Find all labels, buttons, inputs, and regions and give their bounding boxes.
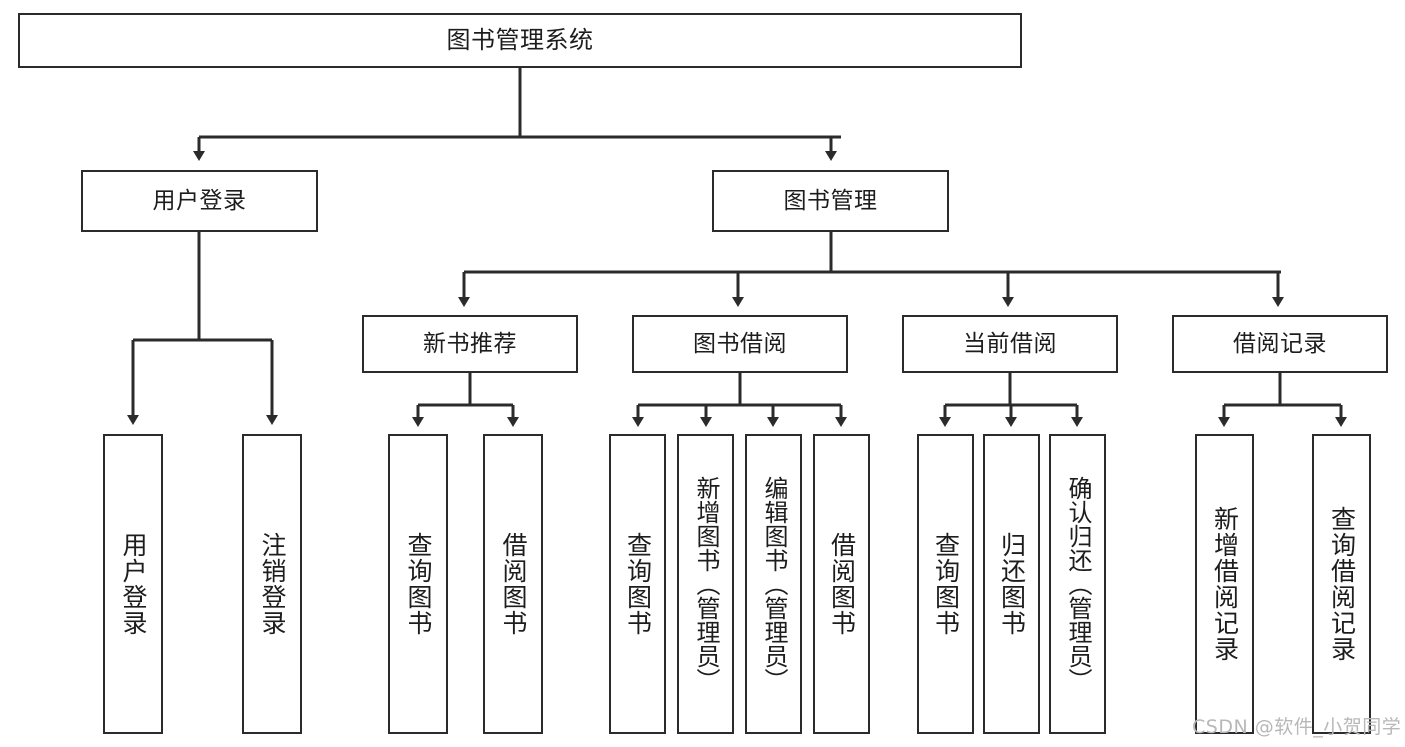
- node-label: 新书推荐: [423, 330, 517, 357]
- node-label: 图书管理: [783, 187, 878, 214]
- node-book-management[interactable]: 图书管理: [712, 170, 949, 232]
- leaf-query-book-recommendation[interactable]: 查询图书: [388, 434, 448, 734]
- node-label: 归还图书: [997, 532, 1027, 636]
- node-label: 注销登录: [258, 532, 287, 636]
- node-book-borrow[interactable]: 图书借阅: [632, 315, 848, 373]
- leaf-borrow-book[interactable]: 借阅图书: [813, 434, 870, 734]
- node-label: 查询图书: [404, 532, 433, 636]
- node-label: 图书管理系统: [446, 25, 594, 54]
- leaf-return-book[interactable]: 归还图书: [983, 434, 1040, 734]
- node-label: 查询图书: [931, 532, 961, 636]
- node-label: 用户登录: [119, 532, 148, 636]
- node-borrow-record[interactable]: 借阅记录: [1172, 315, 1388, 373]
- node-label: 用户登录: [152, 187, 247, 214]
- node-new-book-recommendation[interactable]: 新书推荐: [362, 315, 578, 373]
- node-label: 新增借阅记录: [1210, 506, 1240, 662]
- leaf-user-login[interactable]: 用户登录: [103, 434, 163, 734]
- leaf-edit-book-admin[interactable]: 编辑图书（管理员）: [745, 434, 802, 734]
- leaf-query-book[interactable]: 查询图书: [609, 434, 666, 734]
- node-user-login[interactable]: 用户登录: [81, 170, 318, 232]
- node-label: 查询图书: [623, 532, 653, 636]
- node-label: 图书借阅: [693, 330, 787, 357]
- leaf-add-borrow-record[interactable]: 新增借阅记录: [1195, 434, 1254, 734]
- node-label: 借阅图书: [827, 532, 857, 636]
- csdn-watermark: CSDN @软件_小贺同学: [1192, 716, 1402, 738]
- node-label: 新增图书（管理员）: [691, 476, 720, 692]
- leaf-logout[interactable]: 注销登录: [242, 434, 302, 734]
- node-current-borrow[interactable]: 当前借阅: [902, 315, 1118, 373]
- leaf-add-book-admin[interactable]: 新增图书（管理员）: [677, 434, 734, 734]
- leaf-confirm-return-admin[interactable]: 确认归还（管理员）: [1049, 434, 1106, 734]
- leaf-borrow-book-recommendation[interactable]: 借阅图书: [483, 434, 543, 734]
- node-label: 借阅图书: [499, 532, 528, 636]
- node-root-book-management-system[interactable]: 图书管理系统: [18, 13, 1022, 68]
- node-label: 借阅记录: [1233, 330, 1327, 357]
- node-label: 当前借阅: [963, 330, 1057, 357]
- leaf-query-book-current[interactable]: 查询图书: [917, 434, 974, 734]
- leaf-query-borrow-record[interactable]: 查询借阅记录: [1312, 434, 1371, 734]
- node-label: 编辑图书（管理员）: [759, 476, 788, 692]
- node-label: 查询借阅记录: [1327, 506, 1357, 662]
- node-label: 确认归还（管理员）: [1063, 476, 1092, 692]
